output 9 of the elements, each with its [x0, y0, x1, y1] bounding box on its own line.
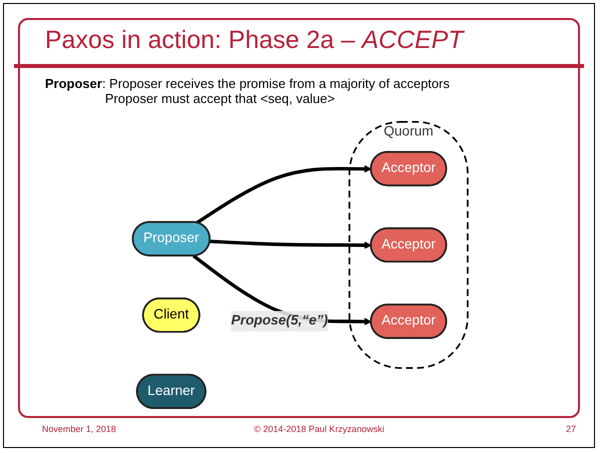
description-text: Proposer must accept that <seq, value> [105, 91, 335, 106]
edge-label: Propose(5,“e”) [230, 314, 328, 328]
footer-copyright: © 2014-2018 Paul Krzyzanowski [254, 424, 384, 434]
page-number: 27 [566, 424, 576, 434]
slide-title: Paxos in action: Phase 2a – ACCEPT [45, 26, 464, 55]
footer-date: November 1, 2018 [42, 424, 116, 434]
arrow [196, 165, 372, 224]
description-text: Proposer: Proposer receives the promise from a majority of acceptors [45, 76, 450, 91]
arrow [210, 240, 372, 250]
